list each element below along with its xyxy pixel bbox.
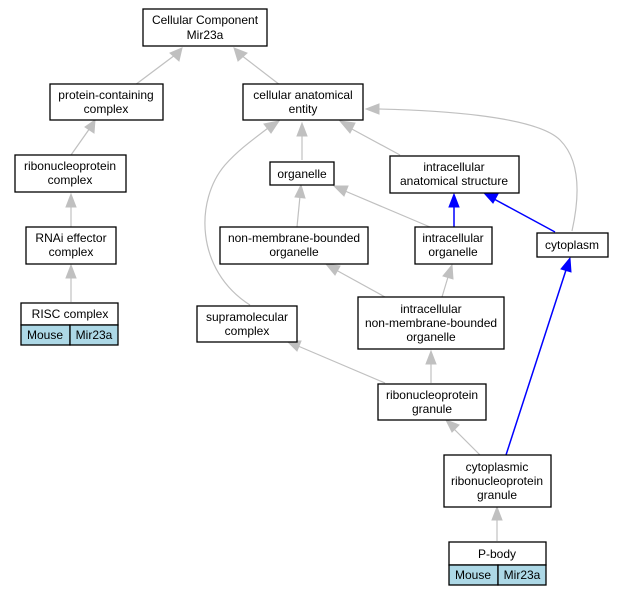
gene-tag xyxy=(69,324,119,346)
node-cytoplasmic-ribonucleoprotein-granule[interactable]: cytoplasmic ribonucleoprotein granule xyxy=(443,454,552,508)
edge-non-membrane-bounded-organelle-to-organelle xyxy=(296,195,301,228)
edge-intracellular-organelle-to-organelle xyxy=(344,190,431,228)
node-intracellular-non-membrane-bounded-organelle[interactable]: intracellular non-membrane-bounded organ… xyxy=(357,296,505,350)
edge-cytoplasmic-rnp-granule-to-rnp-granule xyxy=(453,428,481,456)
node-risc-complex[interactable]: RISC complex Mouse Mir23a xyxy=(20,302,119,346)
edge-cytoplasm-to-intracellular-anatomical-structure xyxy=(493,198,556,233)
highlight-edges xyxy=(448,192,572,456)
node-label: non-membrane-bounded xyxy=(365,316,497,330)
node-label: organelle xyxy=(277,167,327,181)
node-label: cellular anatomical xyxy=(253,88,352,102)
gene-tag-label: Mir23a xyxy=(76,328,113,342)
node-label: complex xyxy=(48,173,93,187)
arrowhead xyxy=(65,263,77,279)
node-cellular-anatomical-entity[interactable]: cellular anatomical entity xyxy=(242,83,364,121)
node-label: anatomical structure xyxy=(400,174,508,188)
node-label: intracellular xyxy=(423,160,484,174)
arrowhead xyxy=(233,47,248,62)
edge-protein-containing-complex-to-root xyxy=(134,54,176,86)
node-label: protein-containing xyxy=(58,88,153,102)
node-label: intracellular xyxy=(422,231,483,245)
edge-cytoplasmic-rnp-granule-to-cytoplasm xyxy=(505,269,567,456)
arrowhead xyxy=(425,349,437,365)
node-cytoplasm[interactable]: cytoplasm xyxy=(536,232,609,258)
arrowhead xyxy=(84,118,96,134)
node-label: complex xyxy=(225,324,270,338)
node-label: ribonucleoprotein xyxy=(24,159,116,173)
edge-intracellular-nmbo-to-intracellular-organelle xyxy=(441,276,449,298)
node-label: organelle xyxy=(269,245,319,259)
edge-intracellular-anatomical-structure-to-cellular-anatomical-entity xyxy=(349,127,401,156)
node-label: complex xyxy=(84,102,129,116)
edge-intracellular-nmbo-to-nmbo xyxy=(335,269,386,298)
node-label: intracellular xyxy=(400,302,461,316)
edge-ribonucleoprotein-granule-to-supramolecular-complex xyxy=(297,345,386,384)
edge-cellular-anatomical-entity-to-root xyxy=(240,54,281,86)
edge-supramolecular-complex-to-cellular-anatomical-entity xyxy=(204,127,269,306)
arrowhead xyxy=(294,183,306,199)
node-label: organelle xyxy=(428,245,478,259)
arrowhead xyxy=(491,505,503,521)
node-label: entity xyxy=(289,102,318,116)
node-supramolecular-complex[interactable]: supramolecular complex xyxy=(196,305,298,343)
node-intracellular-anatomical-structure[interactable]: intracellular anatomical structure xyxy=(389,155,520,194)
gene-tag-label: Mir23a xyxy=(504,568,541,582)
arrowhead xyxy=(364,103,380,115)
node-intracellular-organelle[interactable]: intracellular organelle xyxy=(414,226,493,265)
arrowhead xyxy=(444,419,460,433)
node-root[interactable]: Cellular Component Mir23a xyxy=(142,8,268,47)
node-label: organelle xyxy=(406,330,456,344)
node-label: supramolecular xyxy=(206,310,288,324)
arrowhead xyxy=(338,120,356,134)
arrowhead xyxy=(296,121,308,137)
arrowhead xyxy=(332,185,349,197)
arrowhead xyxy=(324,263,341,276)
arrowhead xyxy=(442,263,454,280)
node-label: Mir23a xyxy=(187,28,224,42)
node-label: ribonucleoprotein xyxy=(451,474,543,488)
edges xyxy=(65,47,578,541)
node-organelle[interactable]: organelle xyxy=(269,161,335,186)
node-label: ribonucleoprotein xyxy=(386,388,478,402)
node-label: non-membrane-bounded xyxy=(228,231,360,245)
node-protein-containing-complex[interactable]: protein-containing complex xyxy=(49,83,164,121)
node-non-membrane-bounded-organelle[interactable]: non-membrane-bounded organelle xyxy=(219,226,369,265)
species-tag-label: Mouse xyxy=(27,328,63,342)
arrowhead xyxy=(263,120,281,134)
gene-tag xyxy=(497,564,547,586)
node-rnai-effector-complex[interactable]: RNAi effector complex xyxy=(25,226,117,265)
node-ribonucleoprotein-granule[interactable]: ribonucleoprotein granule xyxy=(377,383,487,421)
node-label: cytoplasmic xyxy=(466,460,529,474)
arrowhead xyxy=(560,256,572,273)
node-ribonucleoprotein-complex[interactable]: ribonucleoprotein complex xyxy=(14,154,127,193)
node-p-body[interactable]: P-body Mouse Mir23a xyxy=(448,541,547,586)
node-label: RNAi effector xyxy=(35,231,106,245)
node-label: granule xyxy=(412,402,452,416)
node-label: granule xyxy=(477,488,517,502)
edge-cytoplasm-to-cellular-anatomical-entity xyxy=(377,108,578,232)
node-label: RISC complex xyxy=(32,307,109,321)
arrowhead xyxy=(169,47,183,62)
arrowhead xyxy=(65,192,77,208)
arrowhead xyxy=(482,192,499,204)
arrowhead xyxy=(448,192,460,208)
edge-ribonucleoprotein-complex-to-protein-containing-complex xyxy=(70,127,91,156)
node-label: Cellular Component xyxy=(152,13,259,27)
node-label: P-body xyxy=(478,547,516,561)
species-tag-label: Mouse xyxy=(455,568,491,582)
node-label: complex xyxy=(49,245,94,259)
node-label: cytoplasm xyxy=(545,238,599,252)
